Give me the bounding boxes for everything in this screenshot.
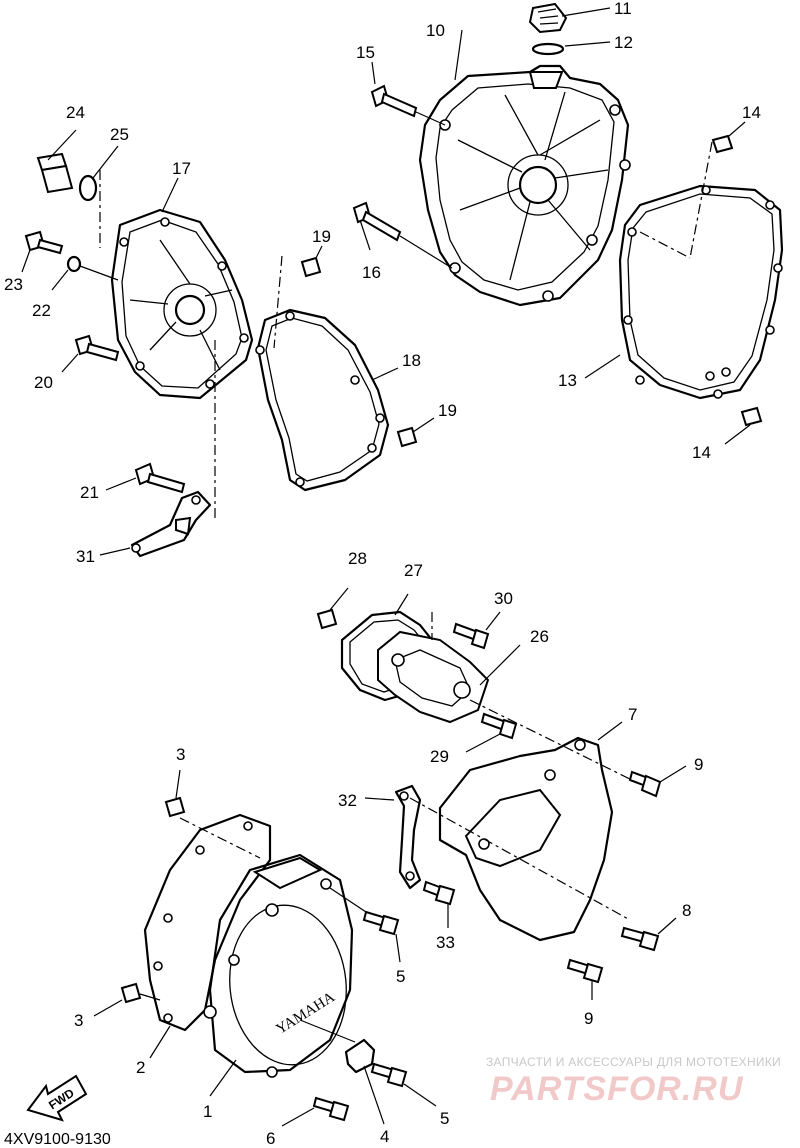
- callout-3-top: 3: [176, 745, 185, 764]
- callout-19-bottom: 19: [438, 401, 457, 420]
- callout-31: 31: [76, 547, 95, 566]
- callout-14-top: 14: [742, 103, 761, 122]
- bolt-6: [281, 1096, 350, 1127]
- callout-8: 8: [682, 901, 691, 920]
- o-ring-25: [78, 145, 119, 202]
- callout-32: 32: [338, 791, 357, 810]
- callout-30: 30: [494, 589, 513, 608]
- callout-4: 4: [380, 1127, 389, 1146]
- callout-22: 22: [32, 301, 51, 320]
- bolt-9-top: [628, 765, 687, 798]
- callout-12: 12: [614, 33, 633, 52]
- callout-26: 26: [530, 627, 549, 646]
- bolt-15: [370, 61, 446, 126]
- bolt-5-top: [329, 887, 401, 963]
- bolt-33: [422, 880, 456, 928]
- gasket-18: [255, 308, 399, 492]
- bolt-5-bottom: [370, 1062, 437, 1107]
- callout-7: 7: [628, 705, 637, 724]
- callout-24: 24: [66, 103, 85, 122]
- crankcase-cover: [203, 853, 356, 1097]
- callout-23: 23: [4, 275, 23, 294]
- plug-24: [36, 129, 77, 194]
- callout-9-bottom: 9: [584, 1009, 593, 1028]
- cover-brand-text: YAMAHA: [273, 989, 337, 1038]
- oil-filler-cap: [528, 2, 611, 34]
- clutch-cover: [418, 29, 631, 307]
- bolt-16: [352, 201, 453, 269]
- dowel-19-top: [273, 245, 323, 349]
- callout-17: 17: [172, 159, 191, 178]
- watermark-site: PARTSFOR.RU: [490, 1070, 744, 1108]
- callout-10: 10: [426, 21, 445, 40]
- callout-14-bottom: 14: [692, 443, 711, 462]
- dowel-14-bottom: [724, 406, 763, 445]
- dowel-3-bottom: [93, 982, 161, 1017]
- callout-5-bottom: 5: [440, 1109, 449, 1128]
- cover-7: [409, 721, 631, 942]
- clutch-cover-gasket: [584, 184, 784, 400]
- callout-15: 15: [356, 43, 375, 62]
- callout-2: 2: [136, 1058, 145, 1077]
- bolt-8: [620, 917, 677, 952]
- fwd-arrow-icon: [26, 1074, 88, 1122]
- callout-9-top: 9: [694, 755, 703, 774]
- callout-27: 27: [404, 561, 423, 580]
- watermark-tagline: ЗАПЧАСТИ И АКСЕССУАРЫ ДЛЯ МОТОТЕХНИКИ: [486, 1055, 781, 1069]
- callout-29: 29: [430, 747, 449, 766]
- callout-5-top: 5: [396, 967, 405, 986]
- pickup-housing-26: [377, 612, 641, 785]
- callout-11: 11: [614, 0, 632, 18]
- gasket-2: [143, 813, 272, 1059]
- bolt-20: [61, 334, 120, 373]
- callout-3-bottom: 3: [74, 1011, 83, 1030]
- callout-28: 28: [348, 549, 367, 568]
- dowel-19-bottom: [396, 417, 435, 448]
- o-ring-12: [531, 41, 611, 56]
- washer-22: [51, 255, 119, 291]
- bracket-31: [99, 490, 212, 558]
- dowel-3-top: [164, 769, 261, 859]
- dowel-28: [316, 587, 349, 630]
- callout-33: 33: [436, 933, 455, 952]
- callout-21: 21: [80, 483, 99, 502]
- cover-17: [99, 170, 254, 520]
- bolt-23: [21, 230, 64, 273]
- dowel-14-top: [639, 121, 746, 259]
- callout-13: 13: [558, 371, 577, 390]
- callout-16: 16: [362, 263, 381, 282]
- callout-20: 20: [34, 373, 53, 392]
- bolt-9-bottom: [566, 958, 604, 1000]
- callout-25: 25: [110, 125, 129, 144]
- bolt-30: [452, 611, 501, 650]
- callout-18: 18: [402, 351, 421, 370]
- bolt-21: [105, 462, 186, 494]
- callout-19-top: 19: [312, 227, 331, 246]
- bolt-29: [465, 712, 518, 753]
- diagram-code: 4XV9100-9130: [4, 1131, 111, 1148]
- bracket-32: [364, 784, 422, 890]
- callout-6: 6: [266, 1129, 275, 1148]
- callout-1: 1: [203, 1102, 212, 1121]
- clamp-4: [344, 1038, 385, 1125]
